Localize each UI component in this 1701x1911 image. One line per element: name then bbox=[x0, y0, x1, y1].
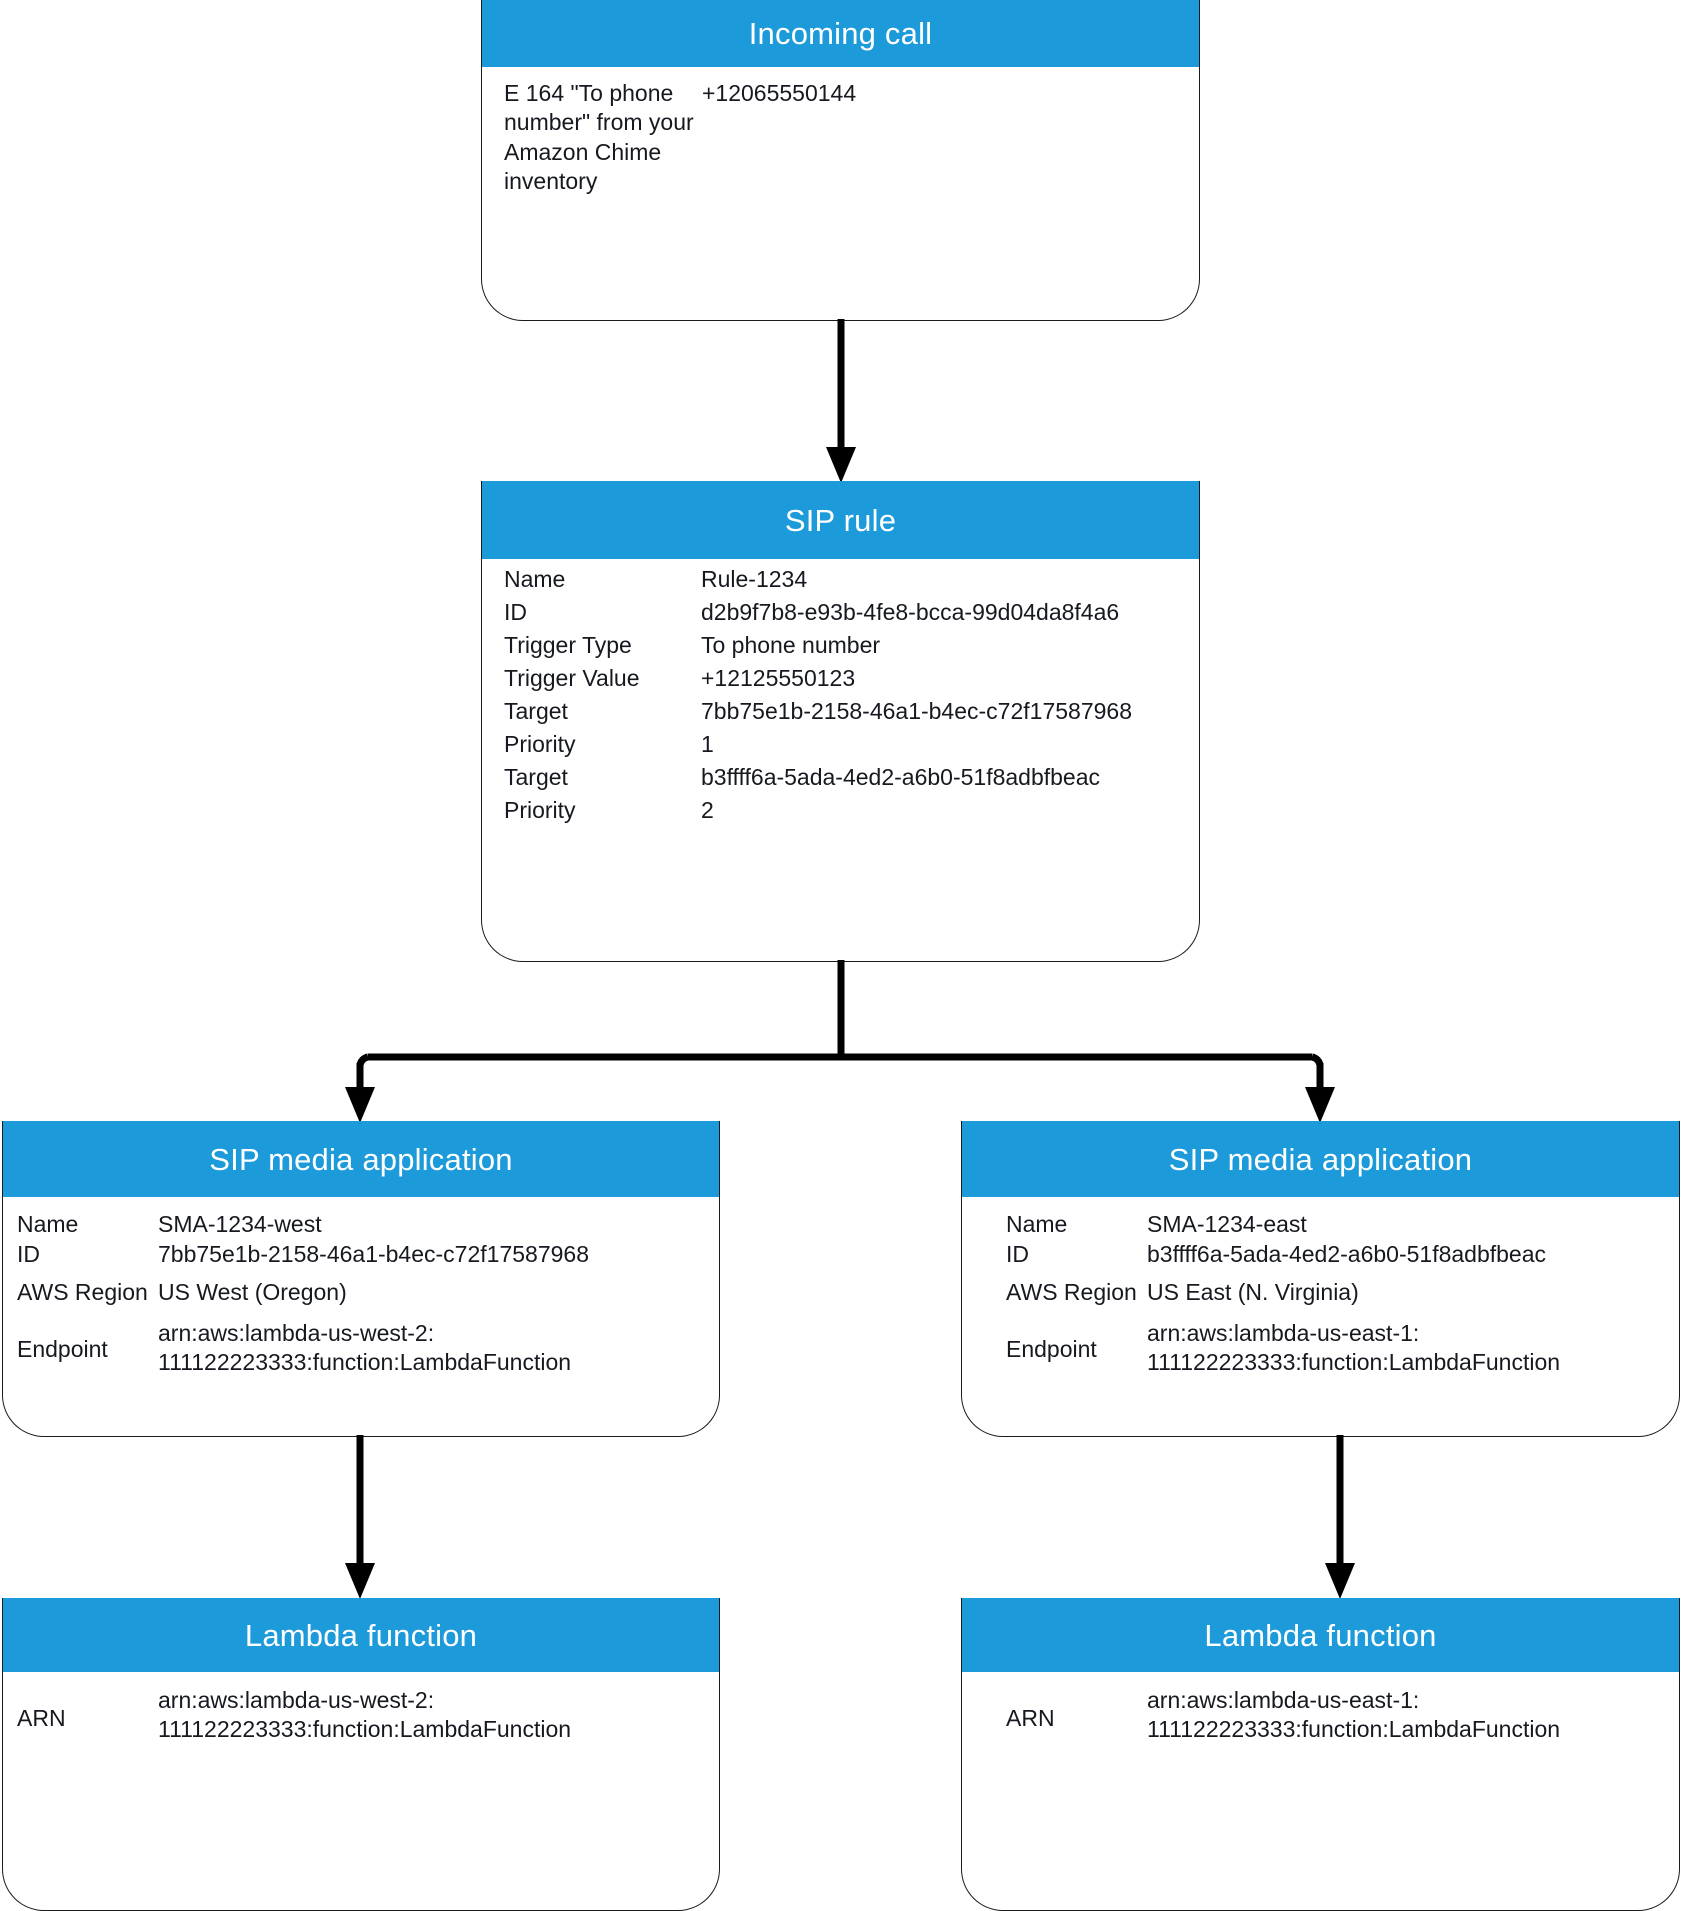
detail-row: ID 7bb75e1b-2158-46a1-b4ec-c72f17587968 bbox=[17, 1240, 589, 1269]
node-sip-media-application-west-title: SIP media application bbox=[3, 1121, 719, 1197]
detail-value: d2b9f7b8-e93b-4fe8-bcca-99d04da8f4a6 bbox=[701, 599, 1120, 625]
detail-label: Priority bbox=[504, 797, 576, 823]
detail-label: ARN bbox=[1006, 1705, 1055, 1731]
detail-label: E 164 "To phone number" from your Amazon… bbox=[504, 80, 694, 195]
detail-label: ID bbox=[1006, 1241, 1029, 1267]
node-sip-media-application-west-body: Name SMA-1234-west ID 7bb75e1b-2158-46a1… bbox=[3, 1197, 719, 1436]
detail-row: Trigger Value +12125550123 bbox=[504, 664, 855, 693]
node-sip-media-application-east-body: Name SMA-1234-east ID b3ffff6a-5ada-4ed2… bbox=[962, 1197, 1679, 1436]
detail-label: Endpoint bbox=[1006, 1336, 1097, 1362]
detail-value: SMA-1234-west bbox=[158, 1211, 322, 1237]
detail-label: Name bbox=[1006, 1211, 1068, 1237]
connector-sip-rule-branch bbox=[330, 960, 1370, 1125]
detail-value: US West (Oregon) bbox=[158, 1279, 347, 1305]
detail-label: AWS Region bbox=[1006, 1279, 1137, 1305]
node-sip-rule-body: Name Rule-1234 ID d2b9f7b8-e93b-4fe8-bcc… bbox=[482, 559, 1199, 961]
detail-row: Name Rule-1234 bbox=[504, 565, 807, 594]
node-incoming-call-body: E 164 "To phone number" from your Amazon… bbox=[482, 67, 1199, 320]
detail-row: Target 7bb75e1b-2158-46a1-b4ec-c72f17587… bbox=[504, 697, 1132, 726]
node-lambda-function-east-body: ARN arn:aws:lambda-us-east-1: 1111222233… bbox=[962, 1672, 1679, 1910]
detail-row: E 164 "To phone number" from your Amazon… bbox=[504, 79, 1184, 197]
detail-value: 7bb75e1b-2158-46a1-b4ec-c72f17587968 bbox=[701, 698, 1132, 724]
detail-label: Target bbox=[504, 764, 568, 790]
node-sip-media-application-east-title: SIP media application bbox=[962, 1121, 1679, 1197]
detail-value: b3ffff6a-5ada-4ed2-a6b0-51f8adbfbeac bbox=[701, 764, 1101, 790]
detail-row: Priority 1 bbox=[504, 730, 714, 759]
detail-value: arn:aws:lambda-us-west-2: 111122223333:f… bbox=[158, 1687, 572, 1743]
detail-row: AWS Region US East (N. Virginia) bbox=[1006, 1278, 1359, 1307]
detail-value: 7bb75e1b-2158-46a1-b4ec-c72f17587968 bbox=[158, 1241, 589, 1267]
detail-label: ARN bbox=[17, 1705, 66, 1731]
detail-row: AWS Region US West (Oregon) bbox=[17, 1278, 347, 1307]
detail-value: arn:aws:lambda-us-east-1: 111122223333:f… bbox=[1147, 1320, 1561, 1376]
detail-row: Trigger Type To phone number bbox=[504, 631, 880, 660]
detail-row: Endpoint arn:aws:lambda-us-east-1: 11112… bbox=[1006, 1319, 1560, 1378]
node-lambda-function-west: Lambda function ARN arn:aws:lambda-us-we… bbox=[2, 1598, 720, 1911]
detail-label: Name bbox=[17, 1211, 79, 1237]
detail-value: SMA-1234-east bbox=[1147, 1211, 1307, 1237]
detail-value: arn:aws:lambda-us-west-2: 111122223333:f… bbox=[158, 1320, 572, 1376]
node-sip-rule: SIP rule Name Rule-1234 ID d2b9f7b8-e93b… bbox=[481, 481, 1200, 962]
detail-value: b3ffff6a-5ada-4ed2-a6b0-51f8adbfbeac bbox=[1147, 1241, 1547, 1267]
detail-label: Target bbox=[504, 698, 568, 724]
detail-value: Rule-1234 bbox=[701, 566, 808, 592]
detail-row: Name SMA-1234-east bbox=[1006, 1210, 1307, 1239]
detail-label: Endpoint bbox=[17, 1336, 108, 1362]
detail-label: ID bbox=[17, 1241, 40, 1267]
detail-row: ARN arn:aws:lambda-us-east-1: 1111222233… bbox=[1006, 1686, 1560, 1745]
detail-row: Endpoint arn:aws:lambda-us-west-2: 11112… bbox=[17, 1319, 571, 1378]
node-lambda-function-east-title: Lambda function bbox=[962, 1598, 1679, 1672]
detail-value: To phone number bbox=[701, 632, 881, 658]
node-lambda-function-east: Lambda function ARN arn:aws:lambda-us-ea… bbox=[961, 1598, 1680, 1911]
node-sip-rule-title: SIP rule bbox=[482, 481, 1199, 559]
detail-value: 2 bbox=[701, 797, 714, 823]
node-incoming-call: Incoming call E 164 "To phone number" fr… bbox=[481, 0, 1200, 321]
node-incoming-call-title: Incoming call bbox=[482, 0, 1199, 67]
detail-label: Trigger Value bbox=[504, 665, 640, 691]
node-sip-media-application-west: SIP media application Name SMA-1234-west… bbox=[2, 1121, 720, 1437]
detail-value: US East (N. Virginia) bbox=[1147, 1279, 1359, 1305]
connector-incoming-call-to-sip-rule bbox=[820, 319, 862, 485]
detail-label: Trigger Type bbox=[504, 632, 632, 658]
node-lambda-function-west-title: Lambda function bbox=[3, 1598, 719, 1672]
connector-sma-east-to-lambda-east bbox=[1319, 1435, 1361, 1601]
detail-label: Name bbox=[504, 566, 566, 592]
connector-sma-west-to-lambda-west bbox=[339, 1435, 381, 1601]
detail-row: ARN arn:aws:lambda-us-west-2: 1111222233… bbox=[17, 1686, 571, 1745]
detail-row: Target b3ffff6a-5ada-4ed2-a6b0-51f8adbfb… bbox=[504, 763, 1100, 792]
detail-row: Priority 2 bbox=[504, 796, 714, 825]
detail-value: +12065550144 bbox=[702, 80, 857, 106]
detail-label: Priority bbox=[504, 731, 576, 757]
detail-row: ID b3ffff6a-5ada-4ed2-a6b0-51f8adbfbeac bbox=[1006, 1240, 1546, 1269]
detail-value: arn:aws:lambda-us-east-1: 111122223333:f… bbox=[1147, 1687, 1561, 1743]
detail-label: ID bbox=[504, 599, 527, 625]
detail-value: 1 bbox=[701, 731, 714, 757]
node-lambda-function-west-body: ARN arn:aws:lambda-us-west-2: 1111222233… bbox=[3, 1672, 719, 1910]
detail-label: AWS Region bbox=[17, 1279, 148, 1305]
detail-value: +12125550123 bbox=[701, 665, 856, 691]
node-sip-media-application-east: SIP media application Name SMA-1234-east… bbox=[961, 1121, 1680, 1437]
detail-row: Name SMA-1234-west bbox=[17, 1210, 322, 1239]
detail-row: ID d2b9f7b8-e93b-4fe8-bcca-99d04da8f4a6 bbox=[504, 598, 1119, 627]
